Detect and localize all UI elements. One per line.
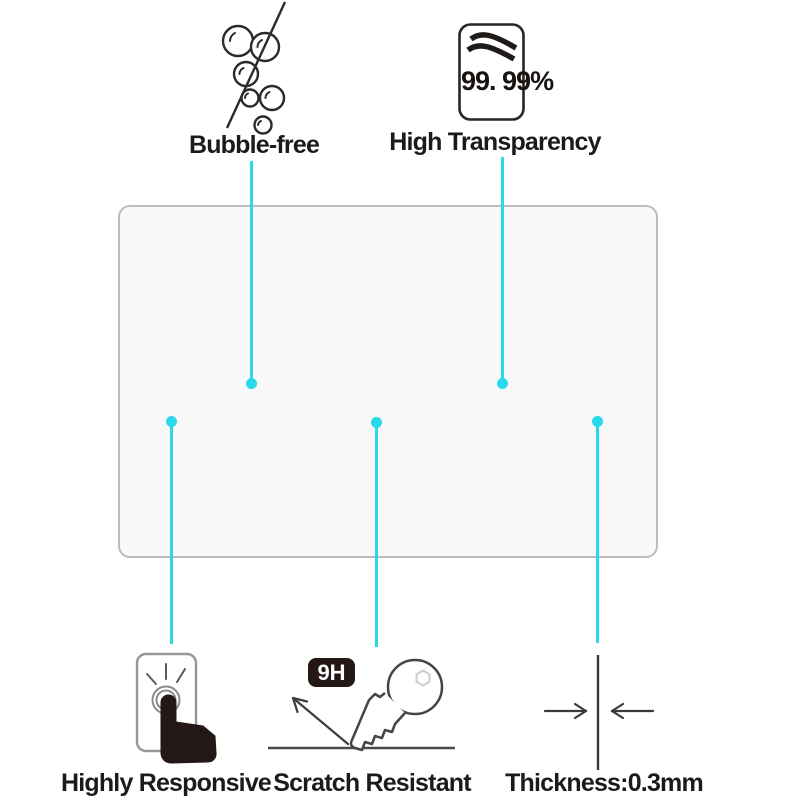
callout-dot-highly-responsive <box>166 416 177 427</box>
callout-line-thickness <box>596 422 599 643</box>
callout-line-scratch-resistant <box>375 423 378 647</box>
thickness-arrows-icon <box>543 655 655 770</box>
feature-label-scratch-resistant: Scratch Resistant <box>273 769 471 797</box>
bubbles-crossed-icon <box>221 1 287 135</box>
finger-press-icon <box>135 652 217 764</box>
feature-label-bubble-free: Bubble-free <box>188 131 320 159</box>
callout-dot-scratch-resistant <box>371 417 382 428</box>
callout-line-bubble-free <box>250 161 253 383</box>
feature-label-highly-responsive: Highly Responsive <box>60 769 272 797</box>
callout-line-highly-responsive <box>170 422 173 644</box>
callout-dot-thickness <box>592 416 603 427</box>
hardness-badge-text: 9H <box>317 660 345 685</box>
transparency-value: 99. 99% <box>461 66 554 96</box>
key-hexagon-hole <box>415 669 431 687</box>
callout-dot-high-transparency <box>497 378 508 389</box>
feature-label-thickness: Thickness:0.3mm <box>505 769 704 797</box>
transparency-waves-icon <box>458 23 525 121</box>
callout-dot-bubble-free <box>246 378 257 389</box>
screen-protector-panel <box>118 205 658 558</box>
feature-label-high-transparency: High Transparency <box>389 128 601 156</box>
key-scratch-icon: 9H <box>268 658 455 752</box>
hardness-badge <box>308 658 355 687</box>
callout-line-high-transparency <box>501 157 504 383</box>
